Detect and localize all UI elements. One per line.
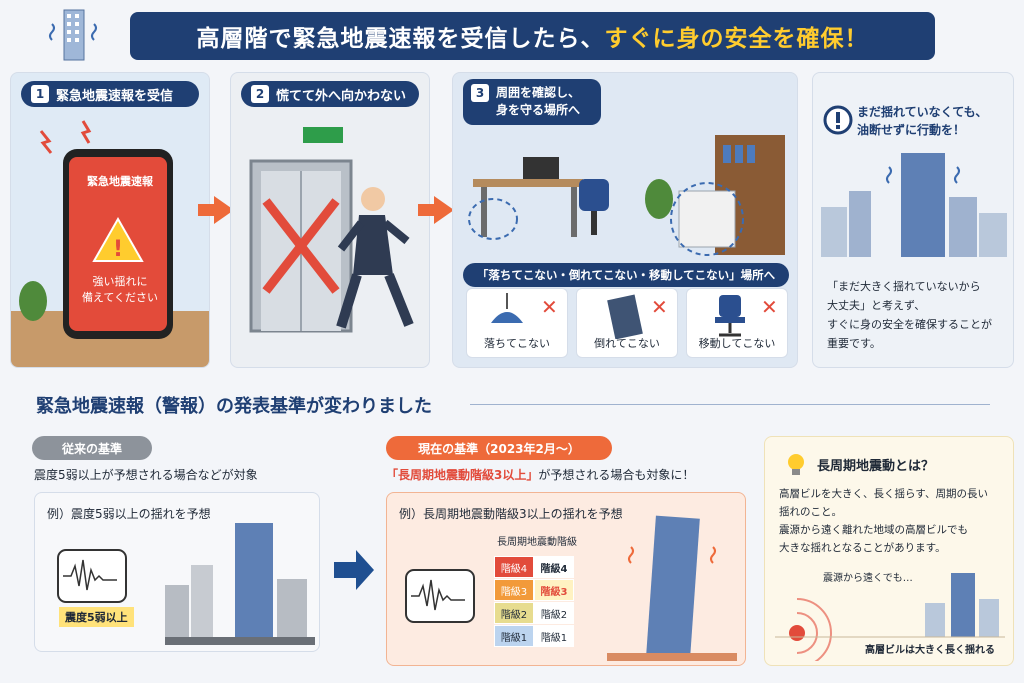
info-far-label: 震源から遠くでも… bbox=[823, 573, 913, 584]
info-title: 長周期地震動とは？ bbox=[817, 459, 935, 474]
ceiling-lamp-icon bbox=[491, 293, 523, 323]
info-body: 高層ビルを大きく、長く揺らす、周期の長い 揺れのこと。 震源から遠く離れた地域の… bbox=[779, 488, 988, 554]
epicenter-wave-illustration bbox=[775, 573, 1005, 661]
svg-text:!: ! bbox=[113, 237, 123, 262]
item-falling: ✕ 落ちてこない bbox=[466, 288, 568, 358]
toppling-shelf-icon bbox=[607, 294, 643, 339]
banner-highlight-text: すぐに身の安全を確保！ bbox=[604, 26, 869, 52]
warning-title-1: まだ揺れていなくても、 bbox=[857, 105, 988, 119]
x-mark-icon: ✕ bbox=[761, 295, 778, 319]
warning-panel: まだ揺れていなくても、 油断せずに行動を！ 「まだ大きく揺れていないから 大丈夫… bbox=[812, 72, 1014, 368]
big-arrow-right-icon bbox=[334, 550, 374, 590]
banner-main-text: 高層階で緊急地震速報を受信したら、 bbox=[196, 26, 605, 52]
city-buildings-gray-illustration bbox=[165, 523, 315, 645]
lightbulb-icon bbox=[788, 454, 804, 475]
flow-arrow-1 bbox=[198, 196, 234, 224]
info-bottom-label: 高層ビルは大きく長く揺れる bbox=[865, 645, 995, 656]
item-toppling: ✕ 倒れてこない bbox=[576, 288, 678, 358]
phone-alert-message-2: 備えてください bbox=[81, 291, 159, 304]
elevator-running-man-illustration bbox=[249, 127, 414, 333]
phone-alert-title: 緊急地震速報 bbox=[87, 175, 153, 188]
phone-alert-message-1: 強い揺れに bbox=[92, 275, 148, 288]
warning-title-2: 油断せずに行動を！ bbox=[857, 123, 966, 137]
seismograph-icon bbox=[405, 569, 475, 623]
seismograph-icon bbox=[57, 549, 127, 603]
warning-body: 「まだ大きく揺れていないから 大丈夫」と考えず、 すぐに身の安全を確保することが… bbox=[827, 280, 992, 350]
item-moving-label: 移動してこない bbox=[698, 337, 776, 350]
smartphone-alert-illustration: ! bbox=[11, 120, 209, 367]
shaking-building-icon bbox=[49, 9, 97, 61]
item-moving: ✕ 移動してこない bbox=[686, 288, 788, 358]
old-standard-desc: 震度5弱以上が予想される場合などが対象 bbox=[34, 468, 258, 482]
office-chair-icon bbox=[715, 295, 745, 337]
x-mark-icon: ✕ bbox=[651, 295, 668, 319]
new-example-title: 例）長周期地震動階級3以上の揺れを予想 bbox=[399, 507, 623, 521]
old-example-title: 例）震度5弱以上の揺れを予想 bbox=[47, 507, 211, 521]
office-safe-area-illustration bbox=[468, 135, 785, 256]
old-intensity-badge: 震度5弱以上 bbox=[59, 607, 134, 627]
city-buildings-illustration bbox=[821, 153, 1007, 257]
flow-arrow-2 bbox=[418, 196, 454, 224]
old-example-box: 例）震度5弱以上の揺れを予想 震度5弱以上 bbox=[34, 492, 320, 652]
shaking-skyscraper-illustration bbox=[607, 515, 737, 661]
long-period-scale-title: 長周期地震動階級 bbox=[497, 537, 577, 548]
section-divider bbox=[470, 404, 990, 405]
info-panel: 長周期地震動とは？ 高層ビルを大きく、長く揺らす、周期の長い 揺れのこと。 震源… bbox=[764, 436, 1014, 666]
main-banner: 高層階で緊急地震速報を受信したら、すぐに身の安全を確保！ bbox=[130, 12, 935, 60]
step3-caption: 「落ちてこない・倒れてこない・移動してこない」場所へ bbox=[463, 263, 789, 287]
new-standard-desc: 「長周期地震動階級3以上」が予想される場合も対象に！ bbox=[386, 468, 695, 482]
item-falling-label: 落ちてこない bbox=[484, 337, 550, 350]
exclamation-icon bbox=[823, 105, 853, 135]
section-title: 緊急地震速報（警報）の発表基準が変わりました bbox=[36, 396, 432, 417]
old-standard-pill: 従来の基準 bbox=[32, 436, 152, 460]
item-toppling-label: 倒れてこない bbox=[594, 337, 660, 350]
x-mark-icon: ✕ bbox=[541, 295, 558, 319]
new-standard-pill: 現在の基準（2023年2月〜） bbox=[386, 436, 612, 460]
